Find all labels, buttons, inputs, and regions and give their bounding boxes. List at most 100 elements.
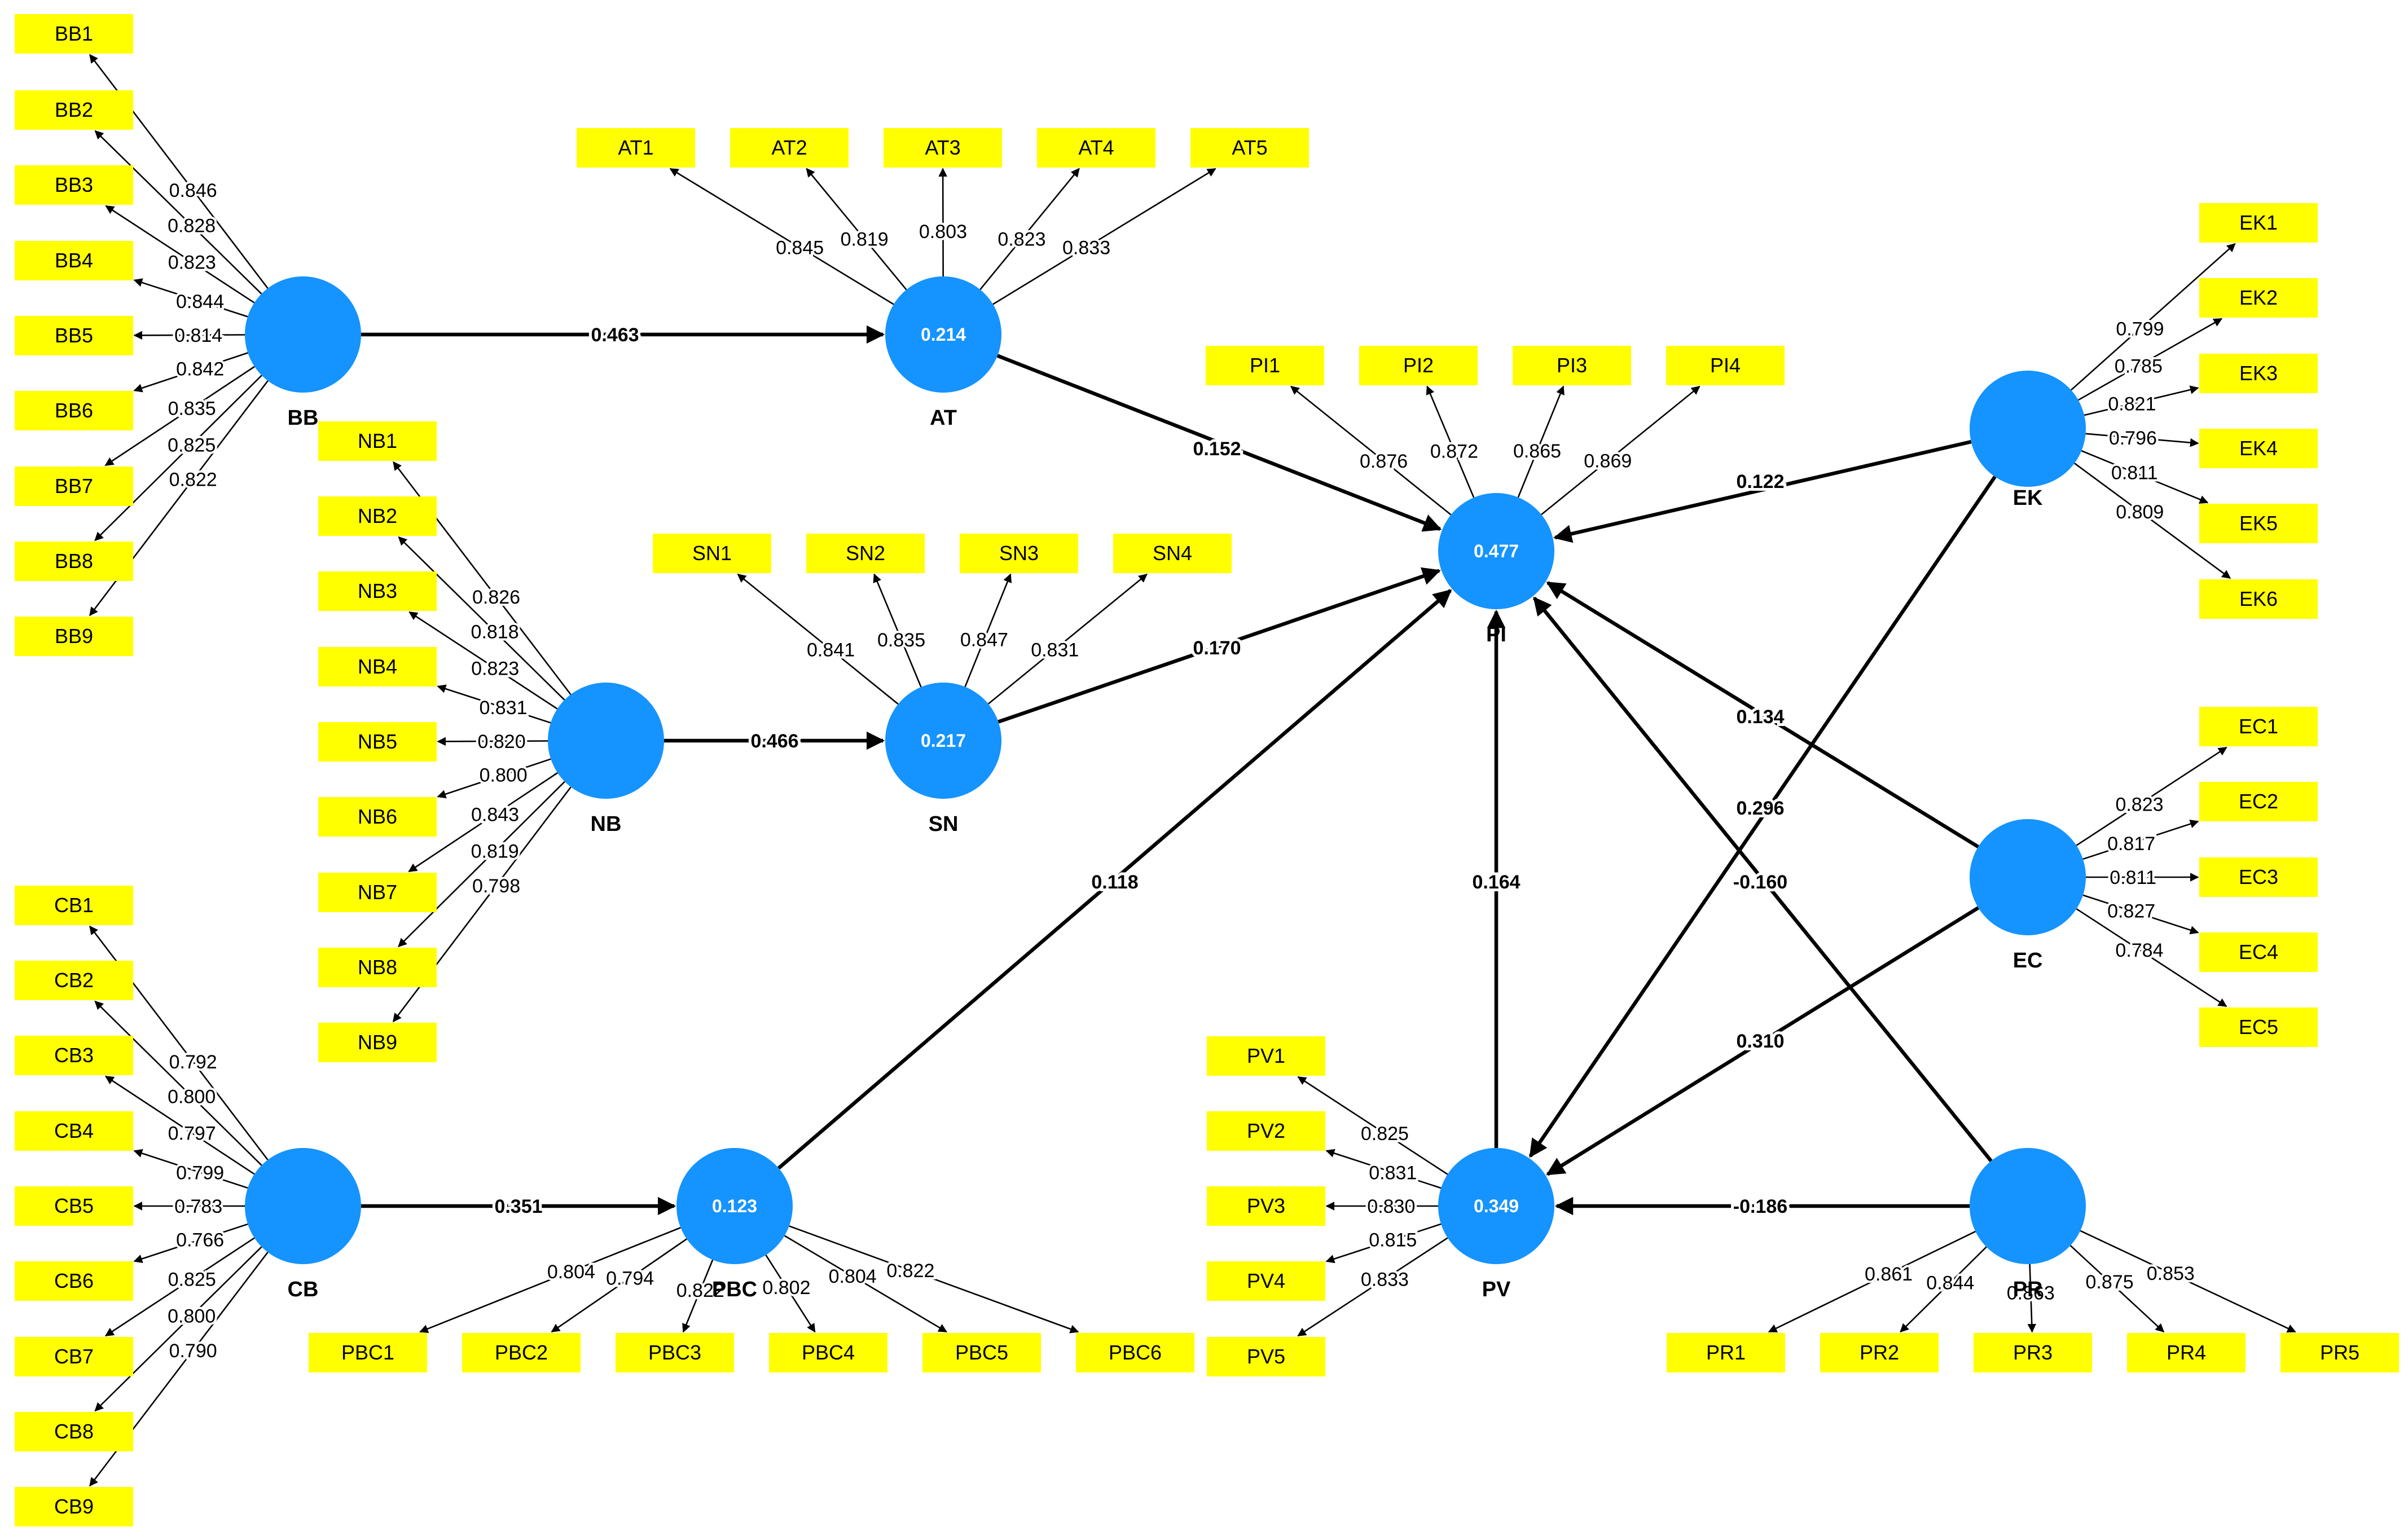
indicator-pbc1[interactable]: PBC1 (309, 1333, 427, 1372)
indicator-pv2[interactable]: PV2 (1207, 1111, 1325, 1151)
indicator-nb1[interactable]: NB1 (318, 421, 437, 461)
indicator-nb2[interactable]: NB2 (318, 496, 437, 536)
latent-bb[interactable] (245, 276, 361, 393)
latent-pbc[interactable]: 0.123 (676, 1148, 793, 1264)
loading-value: 0.817 (2107, 833, 2155, 855)
latent-pv[interactable]: 0.349 (1438, 1148, 1554, 1264)
indicator-nb9[interactable]: NB9 (318, 1023, 437, 1062)
latent-pr[interactable] (1970, 1148, 2086, 1264)
indicator-sn1[interactable]: SN1 (653, 534, 771, 573)
indicator-nb8[interactable]: NB8 (318, 948, 437, 987)
indicator-label: CB5 (54, 1194, 94, 1217)
latent-ec[interactable] (1970, 819, 2086, 935)
indicator-bb7[interactable]: BB7 (15, 467, 133, 506)
indicator-sn3[interactable]: SN3 (960, 534, 1078, 573)
indicator-nb6[interactable]: NB6 (318, 797, 437, 837)
indicator-pr1[interactable]: PR1 (1667, 1333, 1785, 1372)
indicator-label: PV1 (1247, 1044, 1285, 1067)
indicator-bb1[interactable]: BB1 (15, 14, 133, 54)
indicator-bb9[interactable]: BB9 (15, 617, 133, 656)
path-arrow-pr-pi (1532, 596, 1993, 1163)
indicator-sn2[interactable]: SN2 (806, 534, 925, 573)
indicator-at3[interactable]: AT3 (884, 128, 1002, 168)
loading-arrow-sn2 (873, 573, 922, 688)
indicator-bb6[interactable]: BB6 (15, 391, 133, 430)
indicator-at2[interactable]: AT2 (730, 128, 849, 168)
loading-arrow-pr4 (2069, 1244, 2165, 1333)
indicator-ec2[interactable]: EC2 (2199, 782, 2318, 821)
indicator-bb5[interactable]: BB5 (15, 316, 133, 355)
indicator-pi3[interactable]: PI3 (1513, 346, 1631, 385)
latent-ek[interactable] (1970, 371, 2086, 487)
loading-value: 0.875 (2086, 1271, 2134, 1293)
indicator-cb8[interactable]: CB8 (15, 1412, 133, 1451)
indicator-pr3[interactable]: PR3 (1974, 1333, 2092, 1372)
indicator-at1[interactable]: AT1 (577, 128, 695, 168)
indicator-pbc3[interactable]: PBC3 (616, 1333, 734, 1372)
indicator-pr2[interactable]: PR2 (1820, 1333, 1939, 1372)
indicator-ek5[interactable]: EK5 (2199, 504, 2318, 543)
latent-cb[interactable] (245, 1148, 361, 1264)
indicator-ek2[interactable]: EK2 (2199, 278, 2318, 318)
indicator-pv1[interactable]: PV1 (1207, 1036, 1325, 1076)
indicator-ek6[interactable]: EK6 (2199, 579, 2318, 619)
indicator-nb3[interactable]: NB3 (318, 571, 437, 611)
loading-arrow-at1 (669, 168, 894, 305)
indicator-nb4[interactable]: NB4 (318, 647, 437, 687)
loading-value: 0.804 (547, 1261, 595, 1283)
indicator-pr4[interactable]: PR4 (2127, 1333, 2246, 1372)
indicator-ek3[interactable]: EK3 (2199, 354, 2318, 393)
indicator-cb7[interactable]: CB7 (15, 1337, 133, 1376)
indicator-pbc6[interactable]: PBC6 (1076, 1333, 1194, 1372)
r-squared-value: 0.214 (921, 324, 966, 345)
loading-value: 0.828 (168, 215, 216, 237)
indicator-pi4[interactable]: PI4 (1666, 346, 1785, 385)
indicator-ec1[interactable]: EC1 (2199, 707, 2318, 746)
indicator-ek1[interactable]: EK1 (2199, 203, 2318, 243)
indicator-at5[interactable]: AT5 (1190, 128, 1309, 168)
indicator-pbc2[interactable]: PBC2 (462, 1333, 581, 1372)
latent-pi[interactable]: 0.477 (1438, 493, 1554, 609)
indicator-pi1[interactable]: PI1 (1206, 346, 1324, 385)
indicator-cb5[interactable]: CB5 (15, 1186, 133, 1226)
indicator-pv4[interactable]: PV4 (1207, 1261, 1325, 1301)
loading-arrow-ek4 (2085, 433, 2199, 447)
indicator-bb2[interactable]: BB2 (15, 90, 133, 130)
indicator-bb4[interactable]: BB4 (15, 241, 133, 280)
indicator-pbc4[interactable]: PBC4 (769, 1333, 887, 1372)
indicator-ec4[interactable]: EC4 (2199, 932, 2318, 972)
loading-arrow-ek6 (2074, 463, 2231, 579)
latent-nb[interactable] (548, 683, 664, 799)
loading-arrow-ec4 (2082, 894, 2199, 935)
indicator-sn4[interactable]: SN4 (1113, 534, 1232, 573)
indicator-cb6[interactable]: CB6 (15, 1261, 133, 1301)
indicator-pbc5[interactable]: PBC5 (922, 1333, 1041, 1372)
indicator-cb9[interactable]: CB9 (15, 1487, 133, 1526)
indicator-pi2[interactable]: PI2 (1359, 346, 1478, 385)
indicator-pv5[interactable]: PV5 (1207, 1337, 1325, 1376)
indicator-ec3[interactable]: EC3 (2199, 857, 2318, 897)
indicator-cb2[interactable]: CB2 (15, 961, 133, 1000)
indicator-cb4[interactable]: CB4 (15, 1111, 133, 1151)
indicator-at4[interactable]: AT4 (1037, 128, 1155, 168)
loading-arrow-ek5 (2081, 450, 2209, 504)
indicator-pv3[interactable]: PV3 (1207, 1186, 1325, 1226)
indicator-label: EK3 (2239, 362, 2278, 385)
indicator-cb1[interactable]: CB1 (15, 886, 133, 925)
indicator-bb3[interactable]: BB3 (15, 165, 133, 205)
loading-arrow-pr3 (2027, 1264, 2037, 1333)
indicator-cb3[interactable]: CB3 (15, 1036, 133, 1075)
indicator-nb7[interactable]: NB7 (318, 873, 437, 912)
latent-sn[interactable]: 0.217 (885, 683, 1001, 799)
indicator-ek4[interactable]: EK4 (2199, 429, 2318, 468)
indicator-bb8[interactable]: BB8 (15, 542, 133, 581)
indicator-label: PBC4 (802, 1341, 855, 1364)
indicator-pr5[interactable]: PR5 (2280, 1333, 2399, 1372)
indicator-label: BB5 (55, 324, 93, 347)
loading-value: 0.766 (176, 1230, 224, 1251)
indicator-ec5[interactable]: EC5 (2199, 1007, 2318, 1047)
indicator-label: PV2 (1247, 1119, 1285, 1142)
latent-at[interactable]: 0.214 (885, 276, 1001, 393)
indicator-nb5[interactable]: NB5 (318, 722, 437, 762)
